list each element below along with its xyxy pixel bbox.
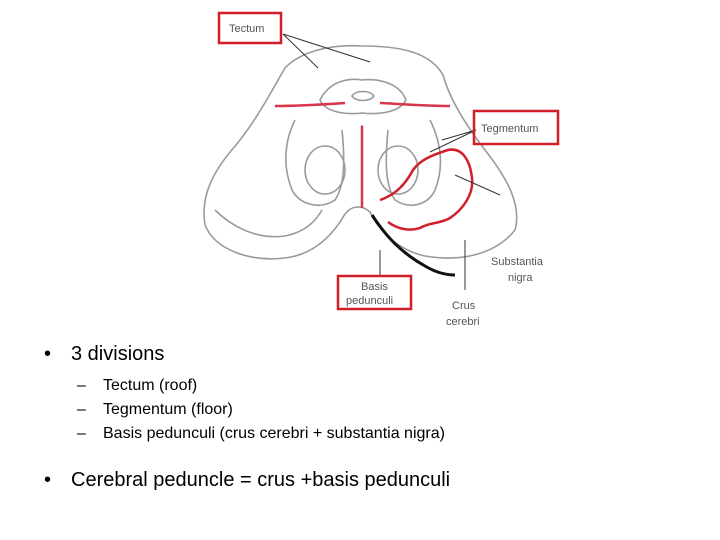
substantia-nigra-label-line2: nigra — [508, 272, 533, 284]
tectum-label: Tectum — [229, 23, 264, 35]
crus-label-line2: cerebri — [446, 316, 480, 328]
midbrain-outline — [203, 44, 518, 260]
substantia-nigra-leader — [454, 174, 501, 196]
crus-cerebri-band — [370, 214, 456, 277]
left-red-nucleus — [304, 145, 346, 195]
bullet-divisions-text: 3 divisions — [71, 343, 165, 365]
tegmentum-label: Tegmentum — [481, 123, 538, 135]
tectum-leader — [282, 33, 371, 69]
slide-bullets: 3 divisions Tectum (roof) Tegmentum (flo… — [44, 340, 450, 494]
tegmentum-label-box — [472, 109, 560, 146]
cerebral-aqueduct — [351, 90, 375, 102]
subitem-tegmentum: Tegmentum (floor) — [73, 398, 450, 422]
basis-label-line2: pedunculi — [346, 295, 393, 307]
substantia-nigra-red-outline — [379, 148, 474, 231]
tectum-label-box — [217, 11, 283, 45]
subitem-basis: Basis pedunculi (crus cerebri + substant… — [73, 422, 450, 446]
right-red-nucleus — [377, 145, 419, 195]
tectum-inner-contour — [319, 78, 407, 115]
left-basis-contour — [214, 209, 323, 238]
left-tegmentum-contour — [285, 119, 345, 206]
tegmentum-leader — [429, 129, 477, 153]
tectum-tegmentum-boundary — [274, 101, 451, 108]
subitem-tectum: Tectum (roof) — [73, 374, 450, 398]
bullet-divisions: 3 divisions Tectum (roof) Tegmentum (flo… — [44, 340, 450, 446]
divisions-sublist: Tectum (roof) Tegmentum (floor) Basis pe… — [71, 374, 450, 446]
midbrain-cross-section-diagram: Tectum Tegmentum Substantia nigra Basis … — [203, 11, 560, 328]
bullet-cerebral-peduncle: Cerebral peduncle = crus +basis peduncul… — [44, 466, 450, 494]
basis-label-box — [336, 274, 413, 311]
crus-label-line1: Crus — [452, 300, 476, 312]
basis-label-line1: Basis — [361, 281, 388, 293]
substantia-nigra-label-line1: Substantia — [491, 256, 544, 268]
